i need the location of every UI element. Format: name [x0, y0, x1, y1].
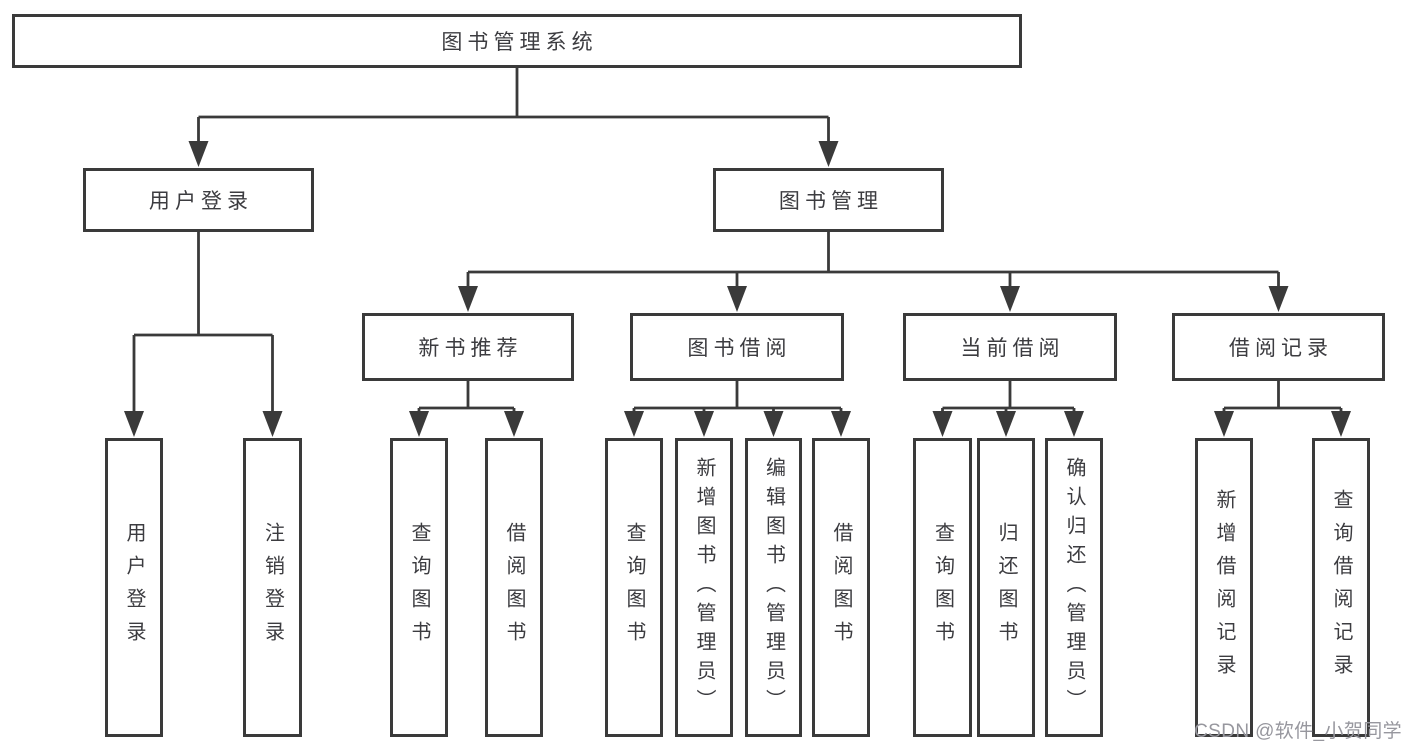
node-book-borrowing: 图书借阅 [630, 313, 844, 381]
leaf-query-borrow-record: 查询借阅记录 [1312, 438, 1370, 737]
node-current-borrowing: 当前借阅 [903, 313, 1117, 381]
leaf-logout: 注销登录 [243, 438, 302, 737]
leaf-add-borrow-record: 新增借阅记录 [1195, 438, 1253, 737]
node-book-management: 图书管理 [713, 168, 944, 232]
connector-root-to-level1 [188, 68, 839, 167]
connector-borrowing-records-children [1214, 381, 1351, 437]
leaf-add-books-admin: 新增图书（管理员） [675, 438, 733, 737]
leaf-edit-books-admin: 编辑图书（管理员） [745, 438, 802, 737]
connector-current-borrowing-children [932, 381, 1084, 437]
csdn-watermark: CSDN @软件_小贺同学 [1194, 721, 1402, 742]
leaf-user-login: 用户登录 [105, 438, 163, 737]
node-user-login: 用户登录 [83, 168, 314, 232]
leaf-query-books-borrowing: 查询图书 [605, 438, 663, 737]
leaf-borrow-books: 借阅图书 [812, 438, 870, 737]
leaf-return-books: 归还图书 [977, 438, 1035, 737]
leaf-borrow-books-recommend: 借阅图书 [485, 438, 543, 737]
connector-book-management-children [458, 232, 1289, 312]
connector-book-borrowing-children [624, 381, 851, 437]
leaf-confirm-return-admin: 确认归还（管理员） [1045, 438, 1103, 737]
node-borrowing-records: 借阅记录 [1172, 313, 1385, 381]
node-root: 图书管理系统 [12, 14, 1022, 68]
leaf-query-books-recommend: 查询图书 [390, 438, 448, 737]
connector-user-login-children [124, 232, 283, 437]
connector-new-book-recommend-children [409, 381, 524, 437]
leaf-query-books-current: 查询图书 [913, 438, 972, 737]
node-new-book-recommend: 新书推荐 [362, 313, 574, 381]
